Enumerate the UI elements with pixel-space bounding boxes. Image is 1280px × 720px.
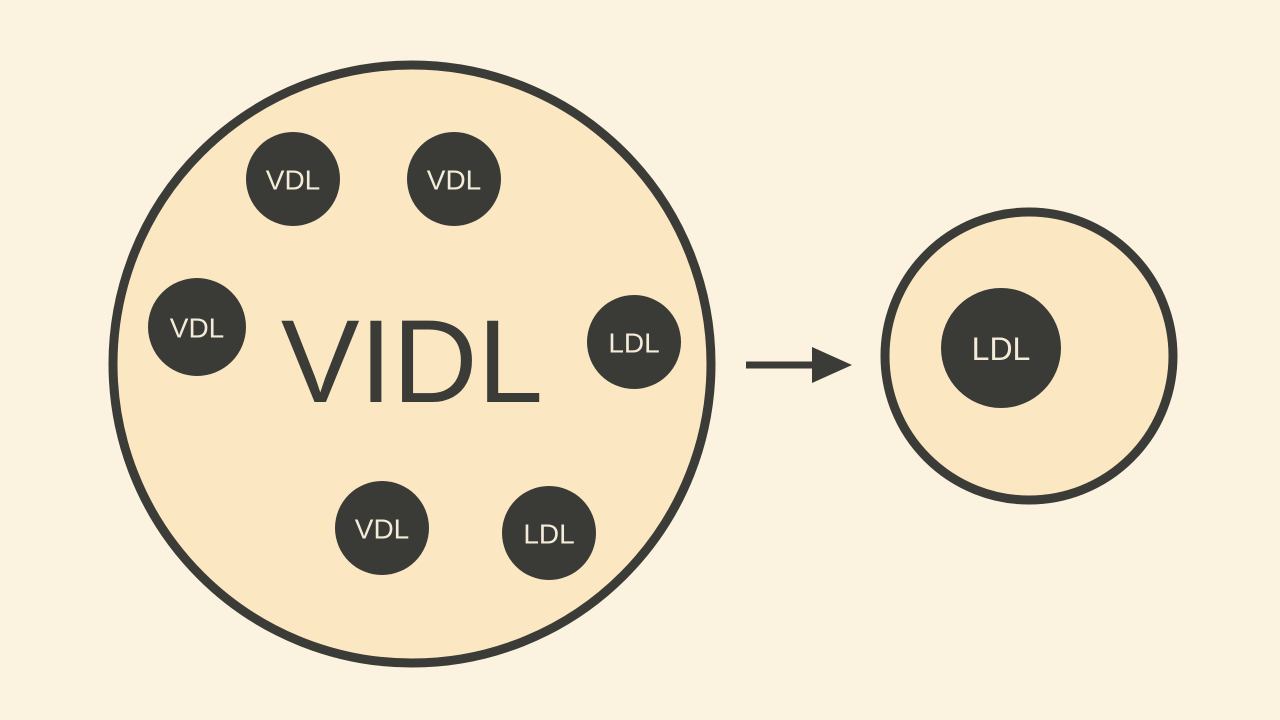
right-arrow-icon [746, 347, 852, 383]
inner-particle-label: LDL [523, 519, 574, 550]
inner-particle-label: VDL [427, 165, 481, 196]
inner-particle-label: LDL [608, 328, 659, 359]
inner-particle: LDL [587, 295, 681, 389]
inner-particle: LDL [941, 288, 1061, 408]
inner-particle: LDL [502, 486, 596, 580]
ldl-particle: LDL [880, 207, 1178, 505]
inner-particle-label: VDL [355, 514, 409, 545]
inner-particle-label: LDL [972, 331, 1031, 367]
inner-particle: VDL [246, 132, 340, 226]
inner-particle: VDL [407, 132, 501, 226]
inner-particle-label: VDL [170, 313, 224, 344]
vidl-label: VIDL [281, 296, 543, 428]
inner-particle-label: VDL [266, 165, 320, 196]
inner-particle: VDL [335, 481, 429, 575]
vidl-particle: VIDL VDL VDL VDL LDL VDL LDL [108, 60, 716, 668]
inner-particle: VDL [148, 278, 246, 376]
